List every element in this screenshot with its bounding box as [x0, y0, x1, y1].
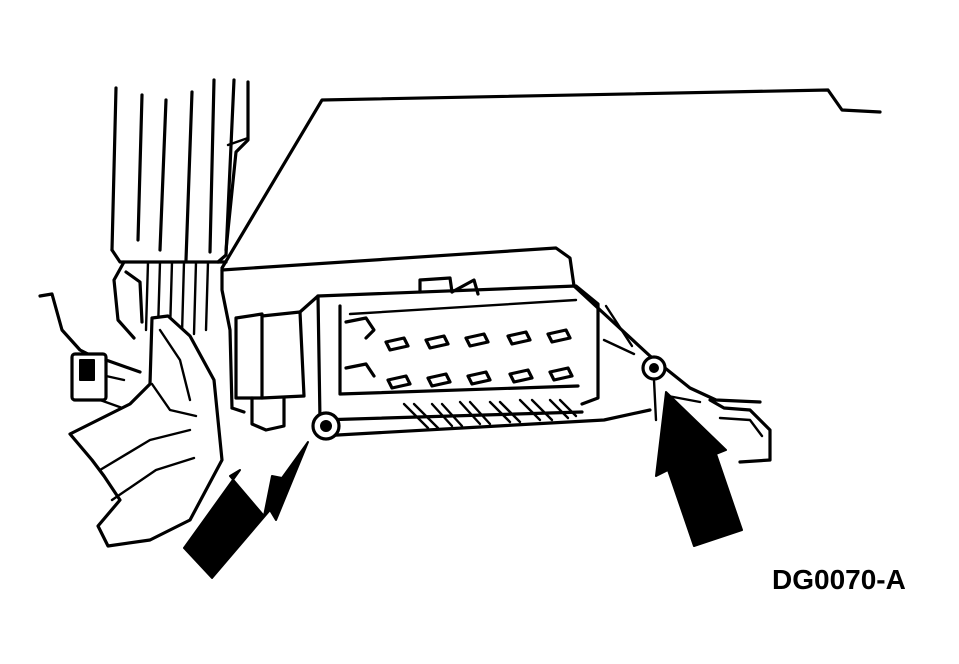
arrow-leaders [652, 378, 658, 422]
ground-wire-and-bolt [38, 292, 142, 412]
hand [68, 314, 224, 548]
dash-panel-outline [220, 88, 882, 270]
mounting-screw-left [311, 411, 341, 441]
pin-sockets [384, 328, 574, 390]
arrow-right-screw [655, 391, 743, 547]
mounting-screw-right [641, 355, 667, 381]
module-housing [220, 246, 762, 438]
figure-code-label: DG0070-A [772, 564, 906, 595]
connector-pins [402, 398, 578, 430]
arrow-left-screw [183, 441, 309, 579]
right-side-bracket [666, 394, 772, 464]
wiring-harness [110, 78, 250, 340]
